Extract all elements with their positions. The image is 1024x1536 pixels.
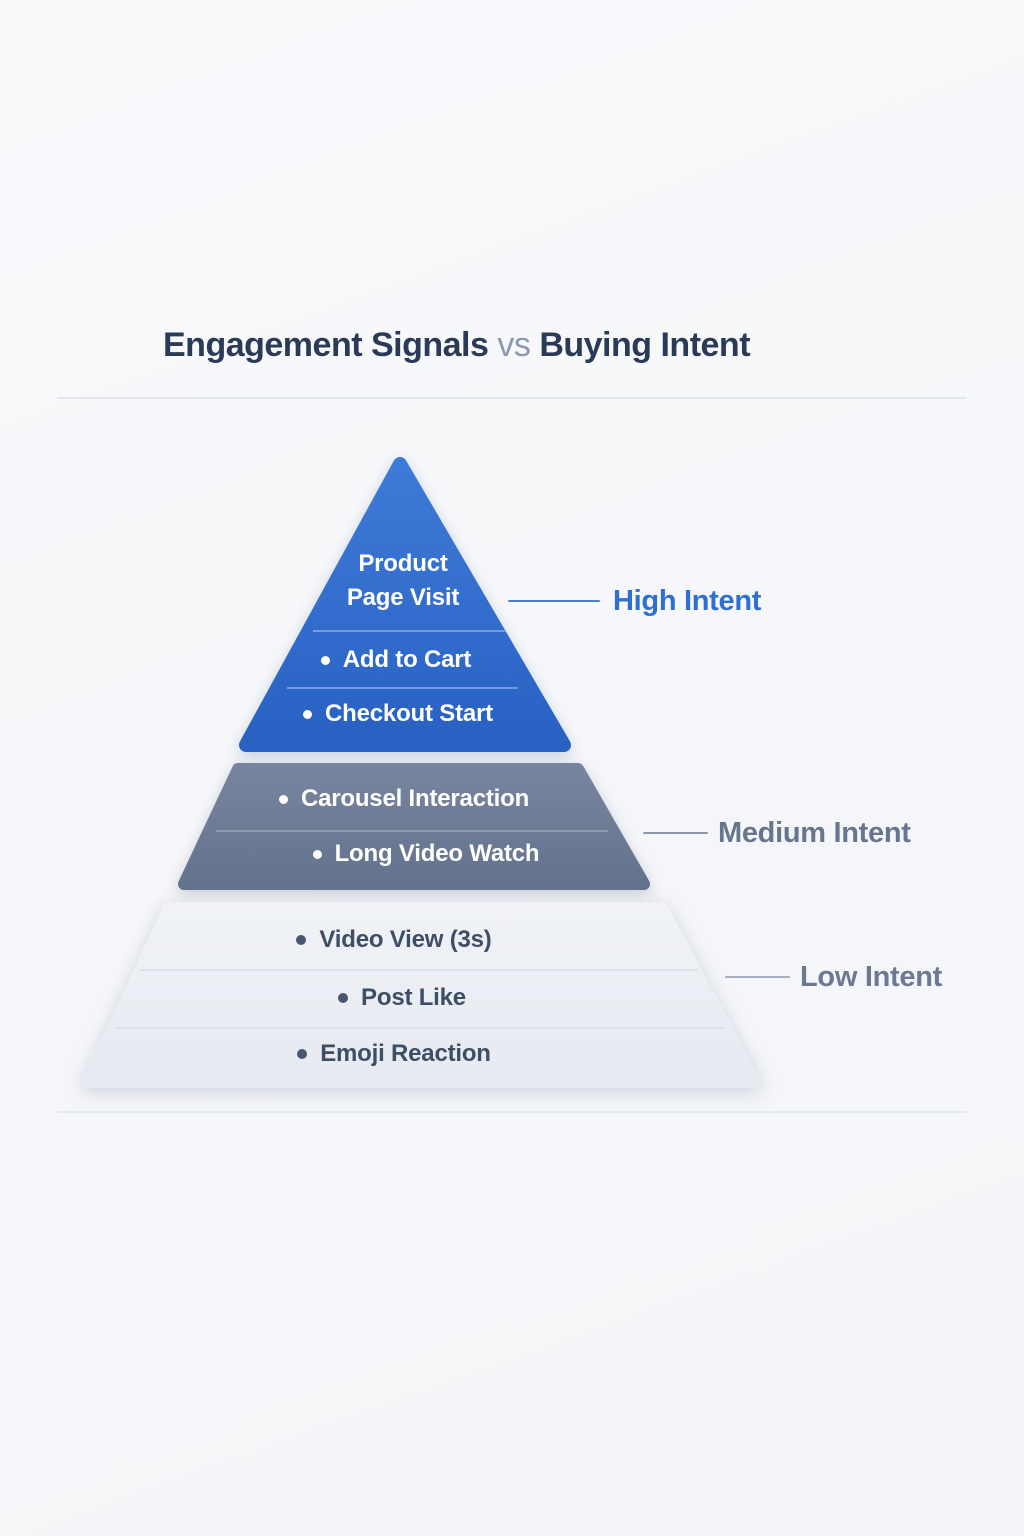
side-label-high-intent: High Intent [613,585,762,617]
title-tail: Buying Intent [539,326,751,364]
tier-high-shape [239,457,571,752]
callout-line-high [508,600,600,602]
tier-medium-shape [178,763,650,890]
top-divider [57,397,967,399]
side-label-medium-intent: Medium Intent [718,817,911,849]
pyramid-item-product-page-visit: Product Page Visit [346,550,460,611]
callout-line-medium [643,832,708,834]
bottom-divider [57,1111,967,1113]
tier-low-shape [82,902,761,1088]
callout-line-low [725,976,790,978]
side-label-low-intent: Low Intent [800,961,942,993]
page-title: Engagement Signals vs Buying Intent [163,326,751,365]
title-main: Engagement Signals [163,326,489,364]
title-conjunction: vs [497,326,531,364]
